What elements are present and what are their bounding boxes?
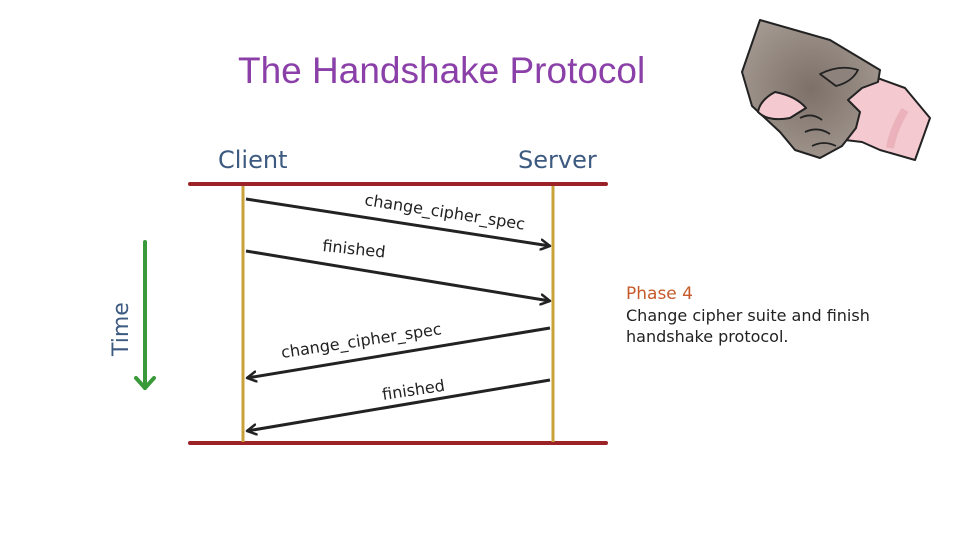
- message-arrow-client-to-server-1: [245, 197, 550, 246]
- message-label: change_cipher_spec: [363, 190, 526, 235]
- server-label: Server: [518, 146, 597, 174]
- phase-description-line-1: Change cipher suite and finish: [626, 306, 870, 325]
- slide-title: The Handshake Protocol: [238, 50, 646, 91]
- phase-description-line-2: handshake protocol.: [626, 327, 789, 346]
- message-arrow-server-to-client-2: [247, 378, 551, 431]
- message-label: change_cipher_spec: [280, 319, 443, 363]
- message-label: finished: [322, 236, 387, 261]
- message-arrow-server-to-client-1: [247, 326, 551, 378]
- message-arrow-client-to-server-2: [245, 249, 550, 301]
- handshake-icon: [741, 19, 931, 161]
- phase-heading: Phase 4: [626, 284, 693, 304]
- client-label: Client: [218, 146, 287, 174]
- time-label: Time: [109, 302, 134, 357]
